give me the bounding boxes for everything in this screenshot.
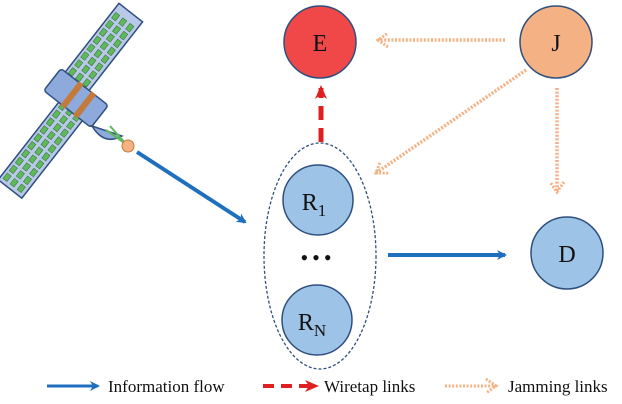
jammer-label: J bbox=[551, 31, 560, 57]
relay-node-first: R1 bbox=[282, 164, 354, 236]
eavesdropper-label: E bbox=[313, 31, 328, 57]
legend-jamming-label: Jamming links bbox=[508, 377, 608, 396]
destination-label: D bbox=[558, 242, 575, 268]
satellite-icon bbox=[0, 2, 144, 200]
destination-node: D bbox=[530, 216, 604, 290]
legend-wiretap-label: Wiretap links bbox=[324, 377, 415, 396]
legend-wiretap-links: Wiretap links bbox=[263, 377, 415, 396]
legend-information-flow: Information flow bbox=[47, 377, 225, 396]
jamming-link-to-relays bbox=[376, 68, 527, 173]
satellite-to-relay-link bbox=[135, 150, 247, 224]
legend: Information flow Wiretap links Jamming l… bbox=[47, 377, 608, 396]
relay-first-label: R1 bbox=[302, 190, 327, 220]
legend-information-label: Information flow bbox=[108, 377, 225, 396]
satellite-body bbox=[44, 68, 108, 128]
relay-ellipsis: ••• bbox=[300, 245, 335, 270]
eavesdropper-node: E bbox=[283, 5, 357, 79]
relay-last-label: RN bbox=[298, 310, 326, 340]
legend-jamming-links: Jamming links bbox=[445, 377, 608, 396]
jammer-node: J bbox=[519, 5, 593, 79]
satellite-panel-lower bbox=[0, 96, 87, 200]
relay-node-last: RN bbox=[281, 284, 353, 356]
relay-group-boundary bbox=[263, 142, 377, 370]
